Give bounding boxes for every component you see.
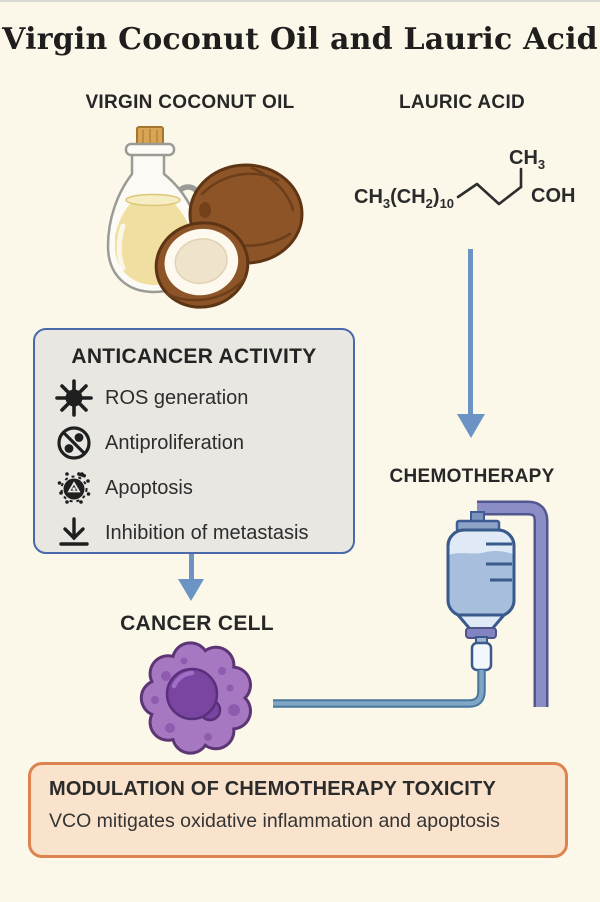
chemotherapy-label: CHEMOTHERAPY (389, 466, 555, 487)
bag-graduations (486, 542, 512, 582)
bond-zigzag (456, 167, 523, 206)
drip-chamber (470, 641, 493, 672)
arrow-head-icon (457, 414, 485, 438)
formula-chain: CH3(CH2)10 (354, 186, 455, 211)
formula-acid: COH (531, 185, 576, 207)
list-item-label: Inhibition of metastasis (105, 521, 309, 544)
list-item: ROS generation (53, 379, 353, 417)
anticancer-list: ROS generation Antiproliferation (35, 379, 353, 552)
metastasis-inhibition-icon (53, 514, 95, 552)
bottle-lip (124, 142, 176, 157)
cell-spots (151, 657, 240, 741)
cancer-cell-illustration (139, 641, 252, 755)
arrow-head-icon (178, 579, 204, 601)
modulation-subtitle: VCO mitigates oxidative inflammation and… (49, 810, 500, 832)
top-edge-strip (0, 0, 600, 2)
list-item: Apoptosis (53, 469, 353, 507)
oil-surface (125, 193, 181, 207)
apoptosis-icon (53, 469, 95, 507)
antiproliferation-icon (53, 424, 95, 462)
lauric-acid-heading: LAURIC ACID (398, 92, 526, 113)
page-title: Virgin Coconut Oil and Lauric Acid (2, 22, 598, 57)
vco-heading: VIRGIN COCONUT OIL (85, 92, 295, 113)
list-item-label: Apoptosis (105, 476, 193, 499)
ros-generation-icon (53, 379, 95, 417)
half-coconut (154, 221, 250, 309)
list-item-label: Antiproliferation (105, 431, 244, 454)
modulation-box: MODULATION OF CHEMOTHERAPY TOXICITY VCO … (28, 762, 568, 858)
cancer-cell-label: CANCER CELL (120, 612, 274, 635)
modulation-title: MODULATION OF CHEMOTHERAPY TOXICITY (49, 778, 497, 800)
iv-tube (273, 670, 486, 708)
iv-bag-liquid (448, 550, 514, 616)
coconut-oil-illustration (106, 126, 304, 309)
anticancer-title: ANTICANCER ACTIVITY (71, 345, 317, 368)
formula-methyl: CH3 (509, 147, 546, 172)
anticancer-activity-box: ANTICANCER ACTIVITY ROS generation (33, 328, 355, 554)
list-item-label: ROS generation (105, 386, 249, 409)
list-item: Inhibition of metastasis (53, 514, 353, 552)
bag-funnel (456, 613, 506, 631)
bottle-shine (116, 223, 126, 271)
cork-texture (142, 129, 158, 144)
iv-bag-illustration (273, 500, 549, 708)
cell-nucleus (165, 667, 222, 722)
list-item: Antiproliferation (53, 424, 353, 462)
iv-pole (477, 500, 549, 707)
